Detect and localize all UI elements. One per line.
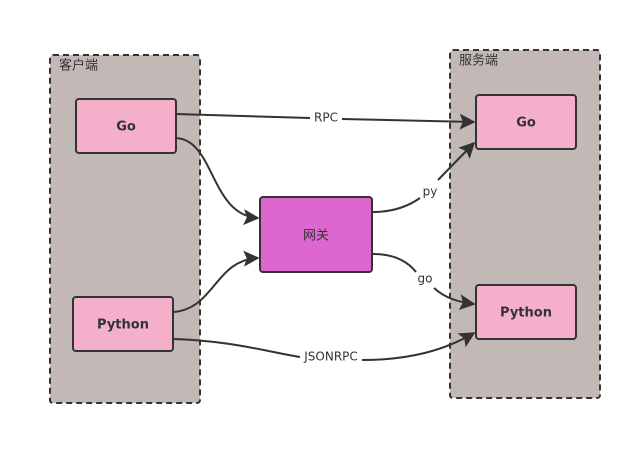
node-client-python-label: Python (97, 318, 149, 333)
edge-jsonrpc-label: JSONRPC (303, 350, 358, 364)
node-server-python[interactable]: Python (475, 284, 577, 340)
server-container-label: 服务端 (459, 53, 498, 69)
node-client-go[interactable]: Go (75, 98, 177, 154)
edge-rpc-label: RPC (314, 111, 338, 125)
edge-py[interactable]: py (372, 143, 474, 213)
edge-rpc[interactable]: RPC (175, 111, 474, 125)
node-gateway[interactable]: 网关 (259, 196, 373, 273)
edge-go[interactable]: go (372, 253, 474, 304)
edge-go-label: go (418, 272, 433, 286)
node-server-go[interactable]: Go (475, 94, 577, 150)
node-server-python-label: Python (500, 306, 552, 321)
edge-jsonrpc[interactable]: JSONRPC (173, 333, 474, 364)
node-client-python[interactable]: Python (72, 296, 174, 352)
node-client-go-label: Go (116, 120, 136, 135)
node-server-go-label: Go (516, 116, 536, 131)
edge-client-go-gateway[interactable] (175, 137, 260, 226)
edge-client-python-gateway[interactable] (173, 250, 260, 313)
client-container-label: 客户端 (59, 58, 98, 74)
edge-py-label: py (423, 185, 438, 199)
node-gateway-label: 网关 (303, 229, 329, 244)
